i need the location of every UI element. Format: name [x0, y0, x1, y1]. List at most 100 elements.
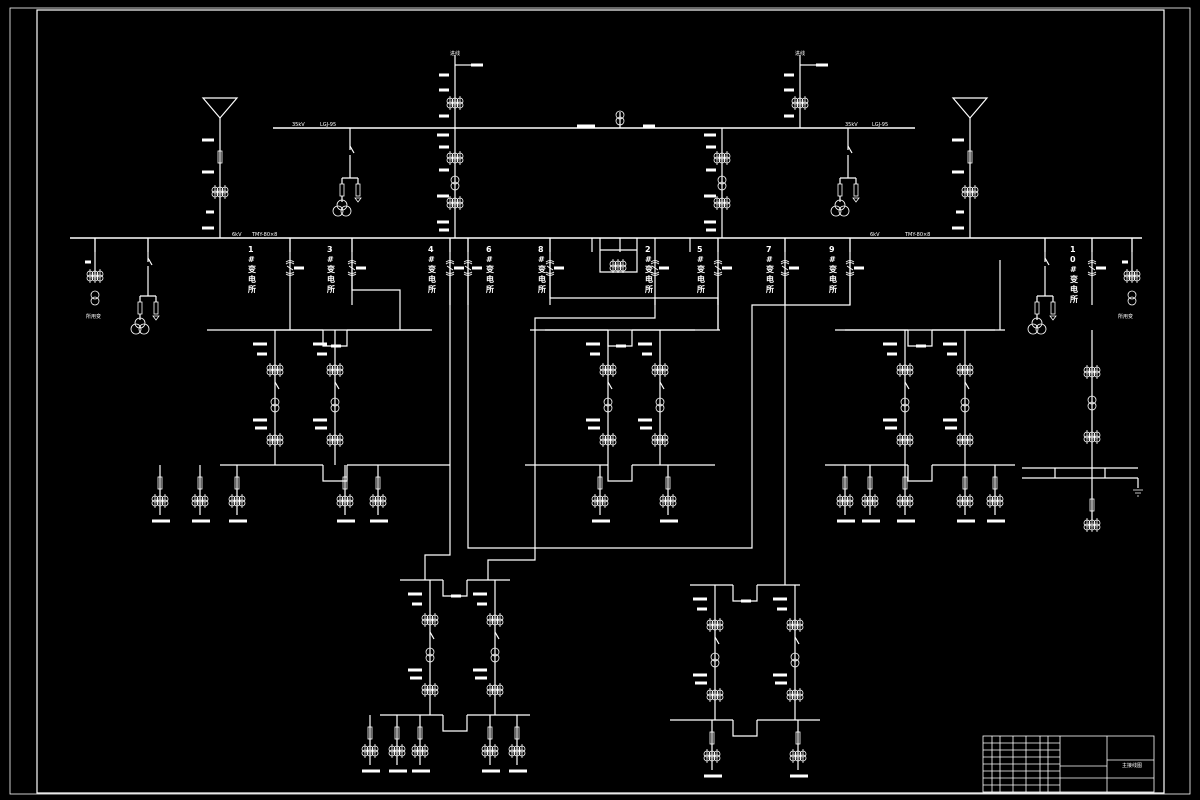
transformer-icon — [710, 652, 720, 668]
feeder-label-char: 电 — [1070, 284, 1078, 294]
label-block — [152, 519, 170, 523]
label-block — [473, 668, 487, 672]
bus-coupler — [907, 330, 933, 347]
transformer-icon — [490, 647, 500, 663]
three-winding-transformer-icon — [130, 317, 150, 335]
lv-bus-coupler — [442, 715, 468, 732]
label-block — [883, 342, 897, 346]
tx-winding — [655, 403, 665, 413]
feeder-label-char: # — [766, 255, 773, 264]
transformer-icon — [655, 397, 665, 413]
feeder-label-char: 所 — [1069, 294, 1078, 304]
feeder-label-char: # — [327, 255, 334, 264]
tx-winding — [900, 397, 910, 407]
6kv-bus-spec-left: TMY-80×8 — [251, 232, 277, 238]
label-block — [943, 418, 957, 422]
label-block — [362, 769, 380, 773]
label-block — [741, 599, 751, 603]
transformer-icon — [270, 397, 280, 413]
label-block — [202, 226, 214, 230]
label-block — [586, 418, 600, 422]
current-transformer-icon — [388, 744, 406, 758]
switch-icon — [274, 381, 280, 390]
label-block — [1122, 260, 1128, 264]
tx-winding — [960, 397, 970, 407]
tx-winding — [603, 397, 613, 407]
feeder-label-char: 变 — [248, 264, 256, 274]
fuse-icon — [234, 476, 240, 490]
label-block — [885, 426, 897, 430]
feeder-label-char: 电 — [645, 274, 653, 284]
ground-icon — [852, 197, 860, 203]
label-block — [640, 426, 652, 430]
current-transformer-icon — [421, 683, 439, 697]
feeder-label-char: 电 — [697, 274, 705, 284]
label-block — [643, 124, 655, 128]
switch-icon — [349, 145, 355, 154]
fuse-icon — [1034, 301, 1040, 315]
feeder-label-char: # — [645, 255, 652, 264]
feeder-label-char: 变 — [829, 264, 837, 274]
feeder-label-char: 1 — [248, 245, 254, 254]
fuse-icon — [367, 726, 373, 740]
cable — [549, 260, 719, 330]
bus-coupler — [732, 585, 758, 602]
current-transformer-icon — [956, 494, 974, 508]
label-block — [784, 88, 794, 92]
feeder-label-char: 0 — [1070, 255, 1076, 264]
feeder-label: 9#变电所 — [828, 245, 837, 294]
label-block — [638, 342, 652, 346]
label-block — [315, 426, 327, 430]
label-block — [473, 592, 487, 596]
feeder-label-char: 1 — [1070, 245, 1076, 254]
feeder-label-char: 5 — [697, 245, 703, 254]
tx-winding — [1035, 323, 1047, 335]
tx-winding — [425, 647, 435, 657]
feeder-label-char: 变 — [327, 264, 335, 274]
transformer-icon — [90, 290, 100, 306]
label-block — [660, 519, 678, 523]
current-transformer-icon — [713, 151, 731, 165]
feeder-label-char: 3 — [327, 245, 333, 254]
arrester-icon — [355, 183, 361, 197]
feeder-label-char: 所 — [326, 284, 335, 294]
current-transformer-icon — [369, 494, 387, 508]
label-block — [943, 342, 957, 346]
fuse-icon — [137, 301, 143, 315]
antenna-icon — [951, 97, 989, 119]
feeder-label-char: 所 — [828, 284, 837, 294]
label-block — [704, 774, 722, 778]
fuse-icon — [487, 726, 493, 740]
label-block — [439, 114, 449, 118]
label-block — [777, 607, 787, 611]
feeder-label-char: # — [1070, 265, 1077, 274]
current-transformer-icon — [706, 688, 724, 702]
current-transformer-icon — [956, 433, 974, 447]
fuse-icon — [417, 726, 423, 740]
label-block — [638, 418, 652, 422]
cable — [487, 300, 656, 580]
label-block — [255, 426, 267, 430]
label-block — [577, 124, 595, 128]
pt-fork — [341, 177, 359, 184]
tx-winding — [330, 403, 340, 413]
transformer-icon — [1087, 395, 1097, 411]
label-block — [437, 194, 449, 198]
label-block — [554, 266, 564, 270]
35kv-bus-spec-left: LGJ-95 — [320, 122, 336, 128]
incomer-label-right: 进线 — [795, 50, 805, 57]
pt-fork — [139, 295, 157, 302]
switch-icon — [847, 145, 853, 154]
ground-icon — [152, 315, 160, 321]
tx-winding — [717, 175, 727, 185]
current-transformer-icon — [986, 494, 1004, 508]
current-transformer-icon — [481, 744, 499, 758]
fuse-icon — [837, 183, 843, 197]
label-block — [642, 352, 652, 356]
lv-bus-coupler — [732, 720, 758, 737]
current-transformer-icon — [961, 185, 979, 199]
label-block — [439, 145, 449, 149]
label-block — [437, 220, 449, 224]
label-block — [471, 63, 483, 67]
